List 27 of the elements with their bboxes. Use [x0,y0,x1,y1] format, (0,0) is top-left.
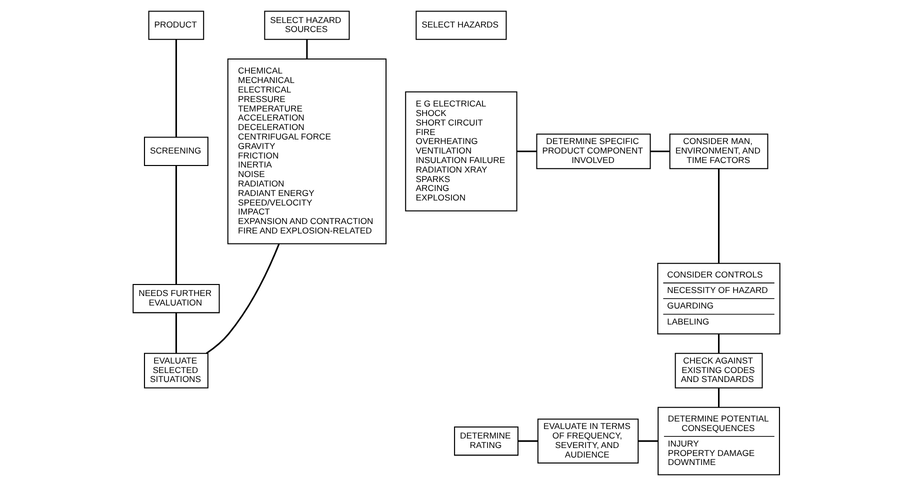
node-box: E G ELECTRICAL SHOCK SHORT CIRCUIT FIRE OVERHEATING VENTILATION INSULATION FAILURE RADIATION XRAY SPARKS ARCING EXPLOSION [404,91,517,212]
node-box: DETERMINE SPECIFIC PRODUCT COMPONENT INVOLVED [536,134,650,170]
node-box: PRODUCT [148,10,204,40]
node-box: CONSIDER CONTROLS NECESSITY OF HAZARD GUARDING LABELING [656,262,780,334]
connector [174,166,176,284]
node-box: NEEDS FURTHER EVALUATION [132,284,220,314]
node-box: EVALUATE IN TERMS OF FREQUENCY, SEVERITY, AND AUDIENCE [536,418,638,464]
node-box: CHEMICAL MECHANICAL ELECTRICAL PRESSURE TEMPERATURE ACCELERATION DECELERATION CENTRIFUGAL FORCE GRAVITY FRICTION INERTIA NOISE RADIATION RADIANT ENERGY SPEED/VELOCITY IMPACT EXPANSION AND CONTRACTION FIRE AND EXPLOSION-RELATED [226,58,386,244]
connector [638,440,658,442]
node-box: DETERMINE RATING [454,426,518,456]
connector [650,150,670,152]
connector [306,39,308,59]
connector [516,150,536,152]
node-box: EVALUATE SELECTED SITUATIONS [143,352,208,388]
connector [718,334,720,354]
connector [174,312,176,354]
node-box: CONSIDER MAN, ENVIRONMENT, AND TIME FACTORS [668,134,768,170]
node-box: DETERMINE POTENTIAL CONSEQUENCES INJURY PROPERTY DAMAGE DOWNTIME [657,406,780,476]
node-box: SELECT HAZARDS [415,10,506,40]
connector [174,39,176,137]
node-box: SELECT HAZARD SOURCES [264,10,350,40]
connector [718,168,720,264]
connector [718,388,720,408]
connector [205,244,280,354]
node-box: SCREENING [143,136,208,166]
connector [518,440,538,442]
node-box: CHECK AGAINST EXISTING CODES AND STANDARDS [674,352,762,388]
